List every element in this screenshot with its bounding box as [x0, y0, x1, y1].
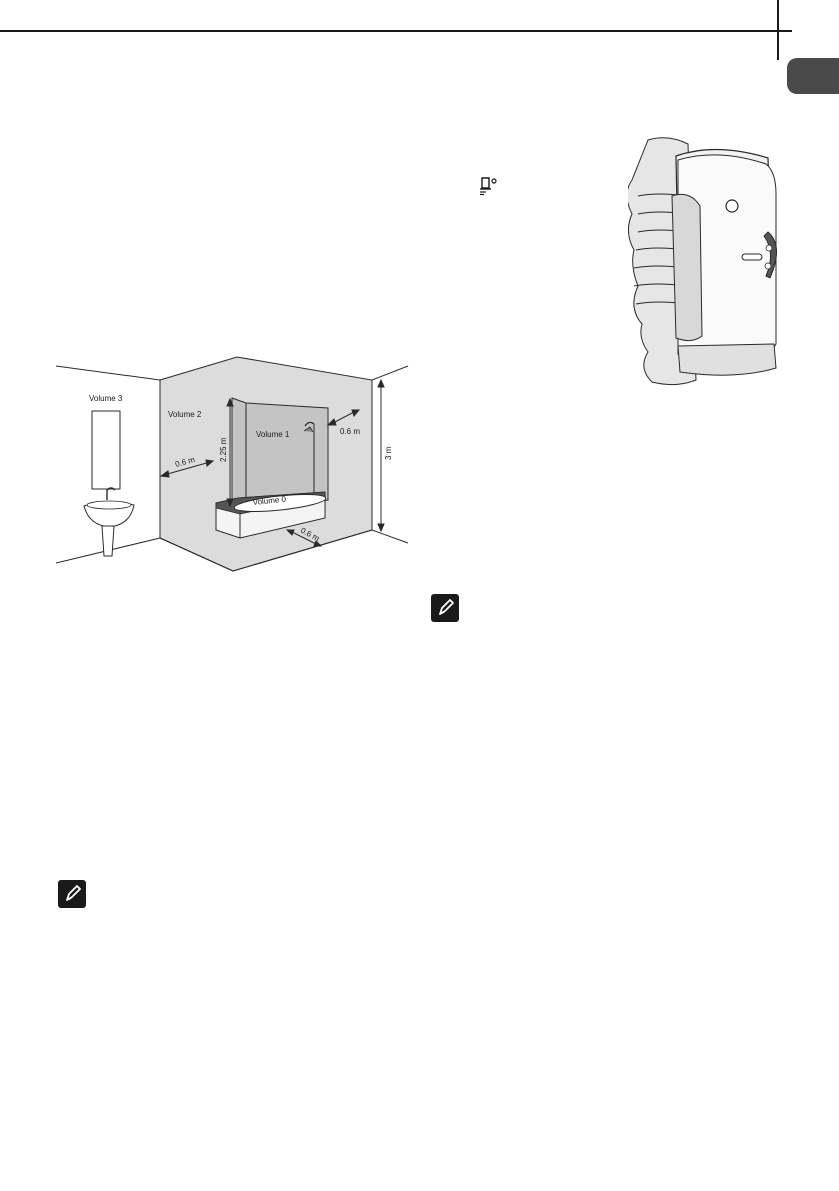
thermostat-setting-icon	[480, 177, 497, 196]
label-volume-0: Volume 0	[252, 494, 287, 506]
note-pencil-icon-left	[58, 880, 86, 908]
heater-illustration	[628, 137, 777, 386]
bathroom-volumes-diagram: Volume 3 Volume 2 Volume 1 Volume 0 0.6 …	[56, 356, 409, 572]
label-dimension-tub-height: 2.25 m	[219, 437, 228, 462]
label-volume-2: Volume 2	[168, 410, 202, 419]
crop-line-top	[0, 30, 792, 32]
label-dimension-right: 0.6 m	[340, 427, 360, 436]
label-dimension-room-height: 3 m	[384, 446, 393, 460]
language-tab-marker	[787, 58, 839, 94]
label-volume-1: Volume 1	[256, 430, 290, 439]
label-volume-3: Volume 3	[89, 394, 123, 403]
crop-mark-vertical	[777, 0, 779, 60]
note-pencil-icon-right	[431, 594, 459, 622]
